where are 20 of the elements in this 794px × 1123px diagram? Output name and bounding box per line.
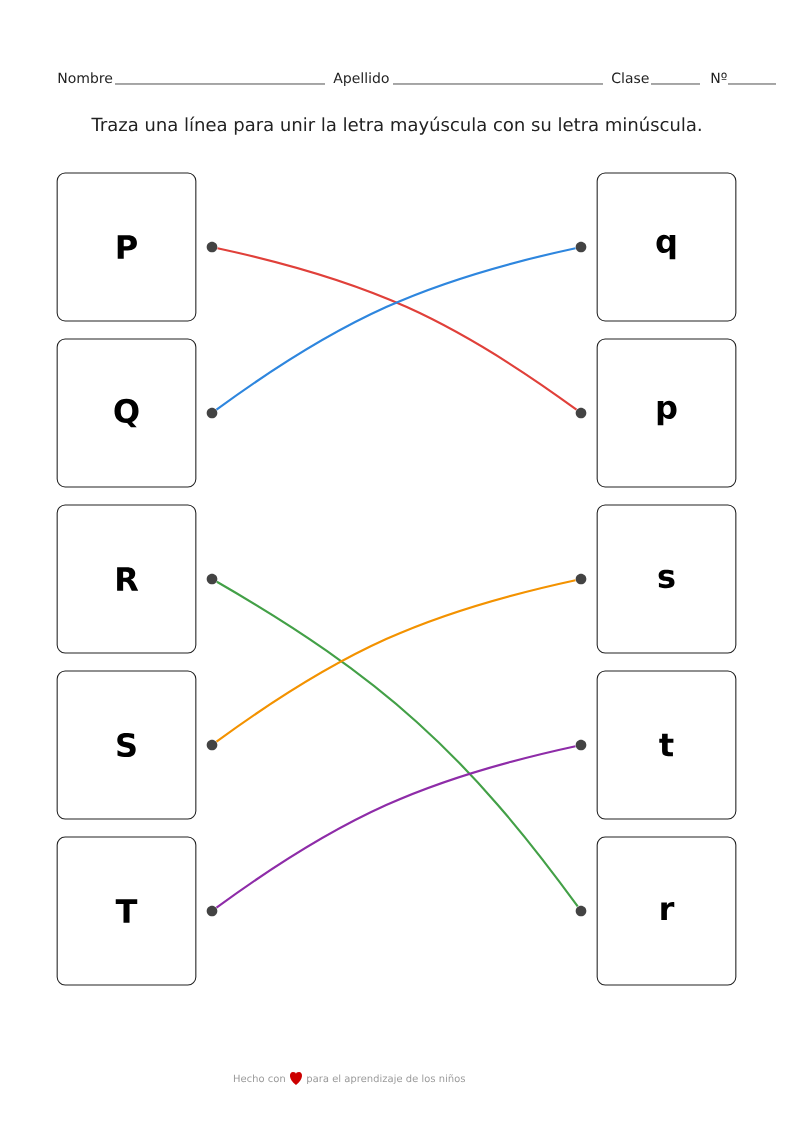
letter-box: T <box>56 836 197 986</box>
letter-box: S <box>56 670 197 820</box>
letter-box: p <box>596 338 737 488</box>
letter-box: r <box>596 836 737 986</box>
letter-box: Q <box>56 338 197 488</box>
matching-line <box>215 579 576 743</box>
field-label: Nombre <box>58 72 113 84</box>
instruction-text: Traza una línea para unir la letra mayúscula con su letra minúscula. <box>91 116 701 135</box>
letter-box: R <box>56 504 197 654</box>
letter-box: q <box>596 172 737 322</box>
letter-box: s <box>596 504 737 654</box>
footer-text: para el aprendizaje de los niños <box>307 1074 465 1085</box>
matching-line <box>216 580 579 908</box>
letter-box: P <box>56 172 197 322</box>
field-label: Nº <box>711 72 727 83</box>
footer-text: Hecho con <box>233 1074 285 1083</box>
matching-line <box>215 745 576 909</box>
field-label: Clase <box>612 72 649 84</box>
letter-box: t <box>596 670 737 820</box>
field-label: Apellido <box>333 72 389 86</box>
